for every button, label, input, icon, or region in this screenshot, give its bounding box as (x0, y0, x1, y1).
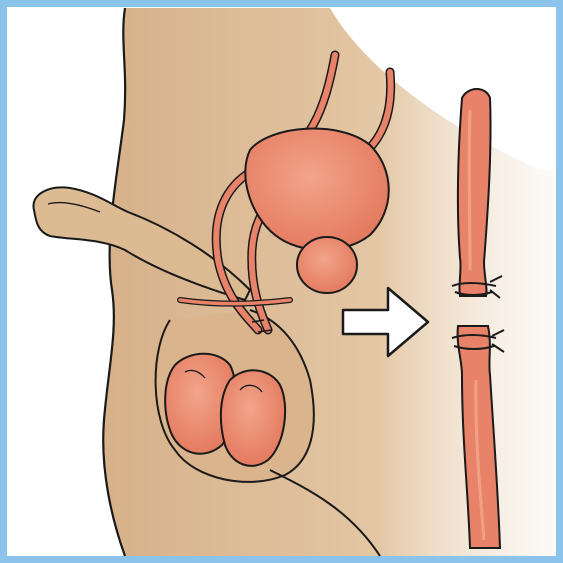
prostate (297, 237, 357, 293)
